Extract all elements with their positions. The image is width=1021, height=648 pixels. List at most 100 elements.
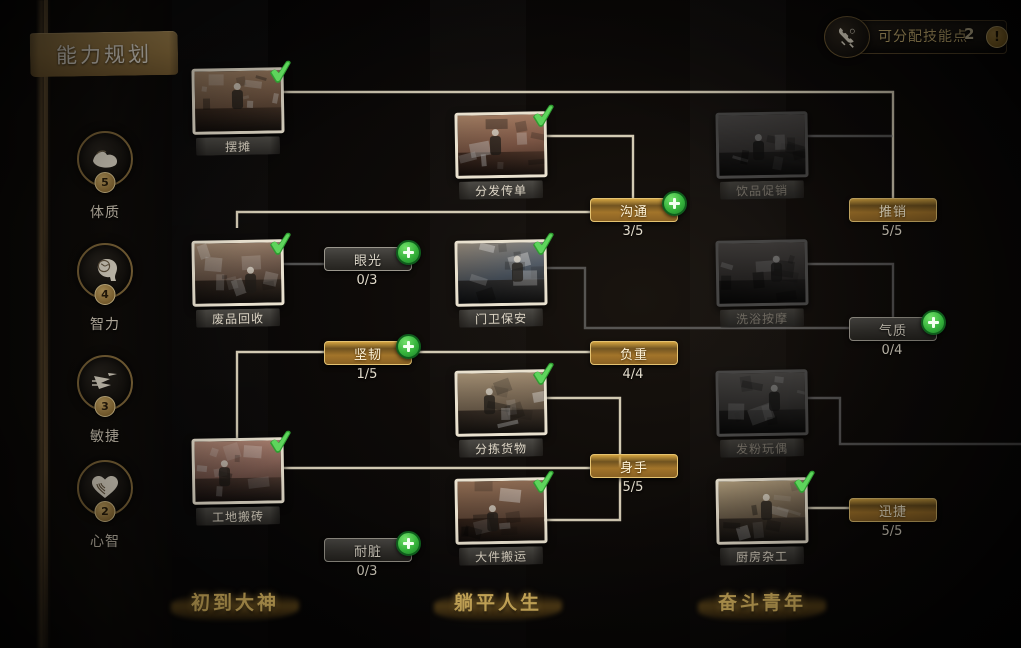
attribute-label: 智力 bbox=[90, 317, 120, 333]
job-label: 门卫保安 bbox=[458, 308, 544, 328]
chapter-banner[interactable]: 奋斗青年 bbox=[692, 588, 832, 620]
connector-line bbox=[805, 262, 895, 317]
skill-node-naizang[interactable]: 耐脏 0/3 bbox=[324, 531, 421, 579]
skill-points-value: 2 bbox=[964, 25, 975, 43]
skill-rank: 0/4 bbox=[881, 343, 903, 358]
job-label: 厨房杂工 bbox=[719, 546, 805, 566]
job-label: 分发传单 bbox=[458, 180, 544, 200]
job-label: 工地搬砖 bbox=[195, 506, 281, 526]
skill-pill[interactable]: 坚韧 bbox=[324, 334, 421, 365]
skill-node-tuixiao[interactable]: 推销 5/5 bbox=[849, 198, 937, 239]
skill-label: 负重 bbox=[619, 347, 648, 363]
chapter-label: 奋斗青年 bbox=[717, 592, 806, 614]
job-node-yinpin[interactable]: 饮品促销 bbox=[715, 111, 809, 200]
attribute-brain-head[interactable]: 4 智力 bbox=[62, 243, 148, 334]
skill-points-label: 可分配技能点 bbox=[878, 29, 968, 45]
plus-icon[interactable] bbox=[921, 310, 946, 335]
skill-node-fuzhong[interactable]: 负重 4/4 bbox=[590, 341, 678, 382]
connector-line bbox=[805, 396, 1021, 446]
skill-label: 沟通 bbox=[619, 204, 648, 220]
attribute-heart[interactable]: 2 心智 bbox=[62, 460, 148, 551]
skill-points-banner[interactable]: 可分配技能点 2 ! bbox=[824, 16, 1008, 58]
job-label: 洗浴按摩 bbox=[719, 308, 805, 328]
check-icon bbox=[267, 231, 293, 257]
attribute-label: 敏捷 bbox=[90, 429, 120, 445]
skill-pill[interactable]: 眼光 bbox=[324, 240, 421, 271]
skill-node-shenshou[interactable]: 身手 5/5 bbox=[590, 454, 678, 495]
job-node-dajian[interactable]: 大件搬运 bbox=[454, 470, 554, 566]
skill-label: 气质 bbox=[878, 323, 907, 339]
skill-pill[interactable]: 沟通 bbox=[590, 191, 687, 222]
job-node-fenjian[interactable]: 分拣货物 bbox=[454, 362, 554, 458]
job-label: 摆摊 bbox=[195, 136, 281, 156]
connector-line bbox=[544, 134, 635, 198]
chapter-label: 躺平人生 bbox=[453, 592, 542, 614]
skill-rank: 1/5 bbox=[356, 367, 378, 382]
skill-rank: 0/3 bbox=[356, 273, 378, 288]
skill-rank: 5/5 bbox=[622, 480, 644, 495]
job-node-gongdi[interactable]: 工地搬砖 bbox=[191, 430, 291, 526]
rail-edge-line bbox=[44, 0, 48, 648]
attribute-level-badge: 5 bbox=[94, 172, 116, 193]
job-thumbnail bbox=[715, 369, 809, 437]
skill-pill[interactable]: 迅捷 bbox=[849, 498, 937, 522]
connector-line bbox=[235, 350, 324, 438]
attribute-winged-boot[interactable]: 3 敏捷 bbox=[62, 355, 148, 446]
skill-node-qizhi[interactable]: 气质 0/4 bbox=[849, 310, 946, 358]
check-icon bbox=[530, 469, 556, 495]
plus-icon[interactable] bbox=[662, 191, 687, 216]
skill-rank: 3/5 bbox=[622, 224, 644, 239]
winged-boot-icon: 3 bbox=[77, 355, 133, 417]
job-node-fenfa[interactable]: 分发传单 bbox=[454, 104, 554, 200]
job-node-fafen[interactable]: 发粉玩偶 bbox=[715, 369, 809, 458]
skill-label: 迅捷 bbox=[878, 504, 907, 520]
job-label: 大件搬运 bbox=[458, 546, 544, 566]
skill-pill[interactable]: 身手 bbox=[590, 454, 678, 478]
check-icon bbox=[530, 361, 556, 387]
skill-node-goutong[interactable]: 沟通 3/5 bbox=[590, 191, 687, 239]
plus-icon[interactable] bbox=[396, 531, 421, 556]
job-thumbnail bbox=[715, 239, 809, 307]
skill-rank: 0/3 bbox=[356, 564, 378, 579]
job-thumbnail bbox=[715, 111, 809, 179]
attribute-label: 体质 bbox=[90, 205, 120, 221]
attribute-level-badge: 4 bbox=[94, 284, 116, 305]
attribute-level-badge: 2 bbox=[94, 501, 116, 522]
job-label: 发粉玩偶 bbox=[719, 438, 805, 458]
skill-label: 身手 bbox=[619, 460, 648, 476]
chapter-label: 初到大神 bbox=[190, 592, 279, 614]
job-node-xiyu[interactable]: 洗浴按摩 bbox=[715, 239, 809, 328]
muscle-icon: 5 bbox=[77, 131, 133, 193]
info-icon[interactable]: ! bbox=[986, 26, 1008, 48]
job-label: 饮品促销 bbox=[719, 180, 805, 200]
chapter-banner[interactable]: 躺平人生 bbox=[428, 588, 568, 620]
page-title: 能力规划 bbox=[55, 42, 153, 68]
skill-pill[interactable]: 负重 bbox=[590, 341, 678, 365]
skill-rank: 5/5 bbox=[881, 524, 903, 539]
plus-icon[interactable] bbox=[396, 334, 421, 359]
plus-icon[interactable] bbox=[396, 240, 421, 265]
job-node-feipin[interactable]: 废品回收 bbox=[191, 232, 291, 328]
job-node-chufang[interactable]: 厨房杂工 bbox=[715, 470, 815, 566]
check-icon bbox=[791, 469, 817, 495]
attribute-muscle[interactable]: 5 体质 bbox=[62, 131, 148, 222]
skill-rank: 5/5 bbox=[881, 224, 903, 239]
job-node-baitan[interactable]: 摆摊 bbox=[191, 60, 291, 156]
skill-node-yanguang[interactable]: 眼光 0/3 bbox=[324, 240, 421, 288]
check-icon bbox=[267, 429, 293, 455]
brain-head-icon: 4 bbox=[77, 243, 133, 305]
chapter-banner[interactable]: 初到大神 bbox=[165, 588, 305, 620]
attribute-label: 心智 bbox=[90, 534, 120, 550]
job-node-menwei[interactable]: 门卫保安 bbox=[454, 232, 554, 328]
skill-pill[interactable]: 气质 bbox=[849, 310, 946, 341]
connector-line bbox=[235, 210, 590, 228]
skill-rank: 4/4 bbox=[622, 367, 644, 382]
skill-label: 耐脏 bbox=[353, 544, 382, 560]
attribute-level-badge: 3 bbox=[94, 396, 116, 417]
skill-pill[interactable]: 耐脏 bbox=[324, 531, 421, 562]
skill-pill[interactable]: 推销 bbox=[849, 198, 937, 222]
skill-label: 坚韧 bbox=[353, 347, 382, 363]
skill-node-jianren[interactable]: 坚韧 1/5 bbox=[324, 334, 421, 382]
skill-node-xunjie[interactable]: 迅捷 5/5 bbox=[849, 498, 937, 539]
